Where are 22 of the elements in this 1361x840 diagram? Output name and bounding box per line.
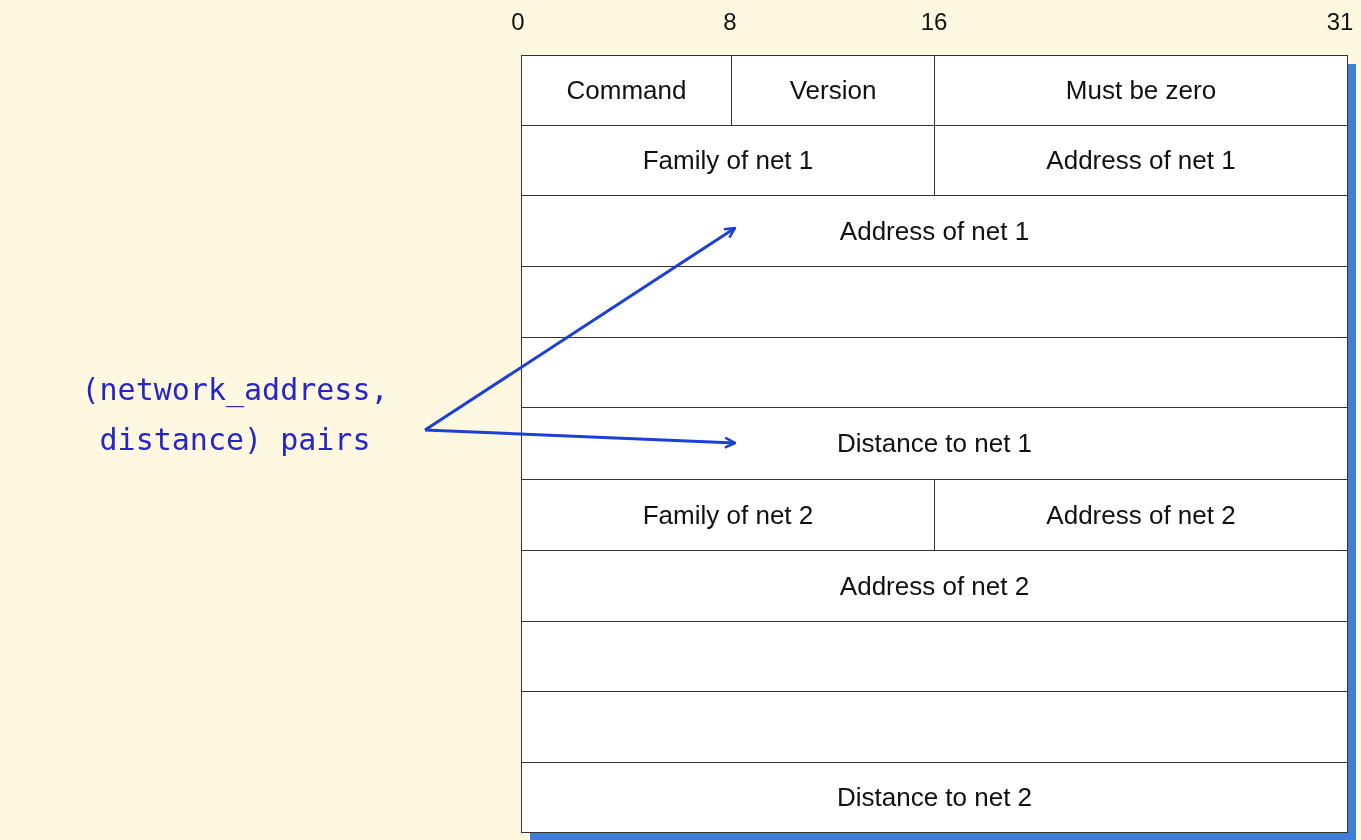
packet-field: Address of net 1 <box>521 195 1348 267</box>
packet-field <box>521 621 1348 692</box>
packet-field: Address of net 2 <box>934 479 1348 551</box>
packet-field <box>521 691 1348 763</box>
packet-field: Address of net 2 <box>521 550 1348 622</box>
packet-field <box>521 337 1348 408</box>
bit-number: 31 <box>1326 8 1354 36</box>
bit-number: 16 <box>920 8 948 36</box>
packet-field: Distance to net 2 <box>521 762 1348 833</box>
packet-field: Command <box>521 55 732 126</box>
leader-arrow <box>424 226 737 432</box>
packet-field: Version <box>731 55 935 126</box>
packet-field: Must be zero <box>934 55 1348 126</box>
annotation-text: (network_address, distance) pairs <box>60 330 410 500</box>
bit-number: 8 <box>723 8 737 36</box>
packet-field: Family of net 2 <box>521 479 935 551</box>
packet-field <box>521 266 1348 338</box>
packet-field: Distance to net 1 <box>521 407 1348 480</box>
packet-field: Address of net 1 <box>934 125 1348 196</box>
packet-field: Family of net 1 <box>521 125 935 196</box>
bit-number: 0 <box>511 8 525 36</box>
leader-arrow <box>424 428 737 449</box>
